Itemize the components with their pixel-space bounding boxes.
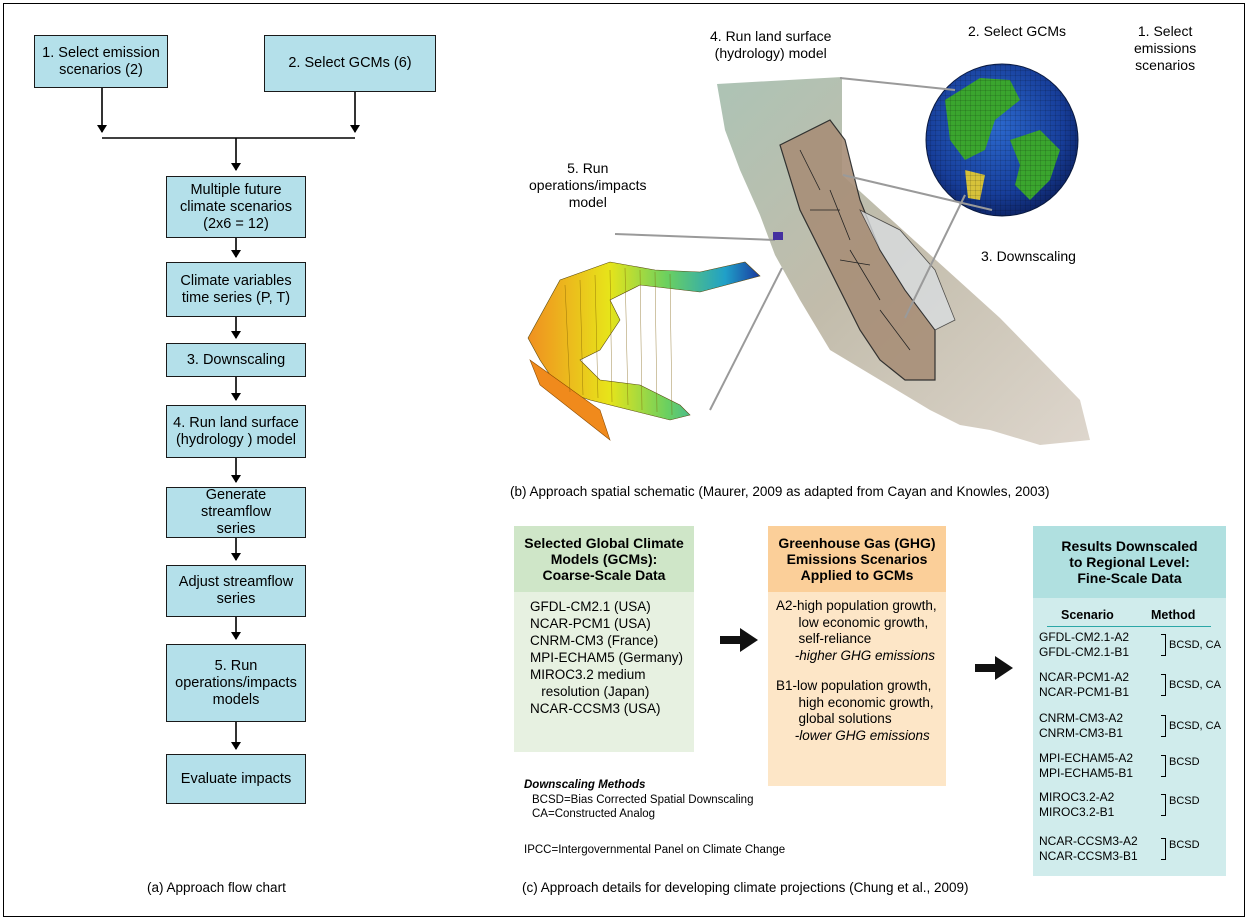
row-method: BCSD, CA bbox=[1169, 720, 1221, 732]
row-bracket bbox=[1161, 634, 1166, 656]
box-select-emission-scenarios: 1. Select emission scenarios (2) bbox=[34, 35, 168, 88]
scenario-a2: GFDL-CM2.1-A2 bbox=[1039, 630, 1130, 644]
box-evaluate-impacts: Evaluate impacts bbox=[166, 754, 306, 804]
scenario-b1: MPI-ECHAM5-B1 bbox=[1039, 766, 1134, 780]
ghg-panel: A2-high population growth, low economic … bbox=[768, 592, 946, 786]
row-bracket bbox=[1161, 794, 1166, 816]
box-adjust-streamflow: Adjust streamflow series bbox=[166, 565, 306, 617]
box-run-operations-impacts: 5. Run operations/impacts models bbox=[166, 644, 306, 722]
scenario-b1: GFDL-CM2.1-B1 bbox=[1039, 645, 1130, 659]
ghg-b1-line: global solutions bbox=[776, 711, 892, 726]
gcm-item: GFDL-CM2.1 (USA) bbox=[530, 599, 651, 614]
ghg-a2-line: low economic growth, bbox=[776, 614, 929, 630]
ipcc-note: IPCC=Intergovernmental Panel on Climate … bbox=[524, 844, 786, 856]
results-row: NCAR-PCM1-A2 NCAR-PCM1-B1 BCSD, CA bbox=[1033, 670, 1226, 704]
gcm-item: MPI-ECHAM5 (Germany) bbox=[530, 650, 684, 665]
gcm-item: NCAR-CCSM3 (USA) bbox=[530, 701, 661, 716]
row-bracket bbox=[1161, 674, 1166, 696]
label-run-operations: 5. Run operations/impacts model bbox=[529, 160, 647, 210]
ghg-b1-line: B1-low population growth, bbox=[776, 678, 932, 693]
results-header-rule bbox=[1047, 626, 1211, 627]
scenario-a2: MPI-ECHAM5-A2 bbox=[1039, 751, 1134, 765]
scenario-a2: NCAR-PCM1-A2 bbox=[1039, 670, 1130, 684]
method-ca-note: CA=Constructed Analog bbox=[532, 808, 656, 820]
row-method: BCSD bbox=[1169, 839, 1200, 851]
scenario-b1: NCAR-PCM1-B1 bbox=[1039, 685, 1130, 699]
scenario-a2: NCAR-CCSM3-A2 bbox=[1039, 834, 1138, 848]
results-panel: Scenario Method GFDL-CM2.1-A2 GFDL-CM2.1… bbox=[1033, 598, 1226, 876]
results-row: GFDL-CM2.1-A2 GFDL-CM2.1-B1 BCSD, CA bbox=[1033, 630, 1226, 664]
ghg-a2-line: A2-high population growth, bbox=[776, 598, 937, 613]
caption-flow-chart: (a) Approach flow chart bbox=[147, 880, 286, 895]
row-method: BCSD, CA bbox=[1169, 679, 1221, 691]
row-bracket bbox=[1161, 715, 1166, 737]
box-generate-streamflow: Generate streamflow series bbox=[166, 487, 306, 538]
row-bracket bbox=[1161, 755, 1166, 777]
box-select-gcms: 2. Select GCMs (6) bbox=[264, 35, 436, 92]
scenario-a2: CNRM-CM3-A2 bbox=[1039, 711, 1123, 725]
scenario-b1: CNRM-CM3-B1 bbox=[1039, 726, 1123, 740]
label-select-gcms: 2. Select GCMs bbox=[968, 23, 1067, 39]
label-run-land-surface: 4. Run land surface (hydrology) model bbox=[710, 28, 832, 61]
bay-delta-model bbox=[527, 261, 761, 441]
gcm-panel-header: Selected Global Climate Models (GCMs): C… bbox=[514, 526, 694, 592]
caption-approach-details: (c) Approach details for developing clim… bbox=[522, 880, 969, 895]
method-bcsd-note: BCSD=Bias Corrected Spatial Downscaling bbox=[532, 794, 754, 806]
gcm-panel: GFDL-CM2.1 (USA) NCAR-PCM1 (USA) CNRM-CM… bbox=[514, 592, 694, 752]
col-scenario: Scenario bbox=[1061, 608, 1114, 622]
results-panel-header: Results Downscaled to Regional Level: Fi… bbox=[1033, 526, 1226, 598]
gcm-item: NCAR-PCM1 (USA) bbox=[530, 616, 651, 631]
ghg-a2-line: -higher GHG emissions bbox=[776, 647, 936, 663]
results-row: NCAR-CCSM3-A2 NCAR-CCSM3-B1 BCSD bbox=[1033, 834, 1226, 868]
globe-gcm-grid bbox=[925, 63, 1079, 217]
row-method: BCSD bbox=[1169, 756, 1200, 768]
label-select-emissions: 1. Select emissions scenarios bbox=[1134, 23, 1197, 73]
box-run-land-surface: 4. Run land surface (hydrology ) model bbox=[166, 405, 306, 458]
scenario-b1: MIROC3.2-B1 bbox=[1039, 805, 1115, 819]
gcm-item: MIROC3.2 medium bbox=[530, 667, 646, 682]
caption-spatial-schematic: (b) Approach spatial schematic (Maurer, … bbox=[510, 484, 1050, 499]
gcm-item: CNRM-CM3 (France) bbox=[530, 633, 659, 648]
results-row: MIROC3.2-A2 MIROC3.2-B1 BCSD bbox=[1033, 790, 1226, 824]
ghg-b1-line: -lower GHG emissions bbox=[776, 727, 930, 743]
scenario-a2: MIROC3.2-A2 bbox=[1039, 790, 1115, 804]
row-method: BCSD, CA bbox=[1169, 639, 1221, 651]
ghg-b1-line: high economic growth, bbox=[776, 694, 934, 710]
arrow-ghg-to-results bbox=[975, 656, 1013, 680]
watershed-regions bbox=[779, 119, 936, 381]
ghg-a2-line: self-reliance bbox=[776, 631, 872, 646]
ghg-panel-header: Greenhouse Gas (GHG) Emissions Scenarios… bbox=[768, 526, 946, 592]
gcm-item: resolution (Japan) bbox=[530, 684, 650, 699]
box-multiple-future-climate: Multiple future climate scenarios (2x6 =… bbox=[166, 176, 306, 238]
box-downscaling: 3. Downscaling bbox=[166, 343, 306, 377]
label-downscaling: 3. Downscaling bbox=[981, 248, 1076, 264]
arrow-gcm-to-ghg bbox=[720, 628, 758, 652]
row-bracket bbox=[1161, 838, 1166, 860]
scenario-b1: NCAR-CCSM3-B1 bbox=[1039, 849, 1138, 863]
downscaling-methods-title: Downscaling Methods bbox=[524, 779, 646, 791]
row-method: BCSD bbox=[1169, 795, 1200, 807]
box-climate-variables: Climate variables time series (P, T) bbox=[166, 262, 306, 317]
results-row: MPI-ECHAM5-A2 MPI-ECHAM5-B1 BCSD bbox=[1033, 751, 1226, 785]
col-method: Method bbox=[1151, 608, 1196, 622]
figure-frame bbox=[3, 3, 1245, 917]
results-row: CNRM-CM3-A2 CNRM-CM3-B1 BCSD, CA bbox=[1033, 711, 1226, 745]
